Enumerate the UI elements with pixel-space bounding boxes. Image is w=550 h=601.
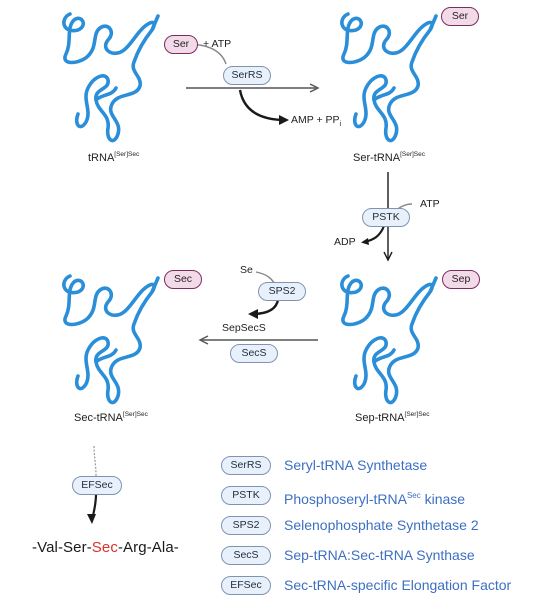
atp-label: ATP: [420, 198, 440, 210]
legend-abbr: PSTK: [221, 486, 271, 505]
pstk-enzyme: PSTK: [362, 208, 410, 227]
trna-sep: [340, 274, 438, 405]
ser-trna-label: Ser-tRNA[Ser]Sec: [353, 151, 425, 164]
ser-amino-acid-tag: Ser: [441, 7, 479, 26]
trna-free-label: tRNA[Ser]Sec: [88, 151, 140, 164]
sepsecs-label: SepSecS: [222, 322, 266, 334]
trna-ser: [340, 12, 438, 143]
legend-abbr: SPS2: [221, 516, 271, 535]
amp-ppi-products: AMP + PPi: [291, 114, 342, 129]
legend-name: Sep-tRNA:Sec-tRNA Synthase: [284, 547, 475, 563]
sps2-enzyme: SPS2: [258, 282, 306, 301]
sec-trna-label: Sec-tRNA[Ser]Sec: [74, 411, 148, 424]
legend-abbr: SecS: [221, 546, 271, 565]
atp-input-label: + ATP: [203, 38, 232, 50]
adp-label: ADP: [334, 236, 356, 248]
legend-name: Sec-tRNA-specific Elongation Factor: [284, 577, 512, 593]
legend-name: Phosphoseryl-tRNASec kinase: [284, 491, 466, 507]
step3-arrows: [198, 271, 318, 345]
trna-free: [62, 12, 160, 143]
trna-sec: [62, 274, 160, 405]
peptide-sequence: -Val-Ser-Sec-Arg-Ala-: [32, 539, 179, 556]
selenocysteine-residue: Sec: [91, 539, 118, 556]
sep-amino-acid-tag: Sep: [442, 270, 480, 289]
step1-arrows: [185, 43, 320, 125]
efsec-enzyme: EFSec: [72, 476, 122, 495]
legend-abbr: SerRS: [221, 456, 271, 475]
sep-trna-label: Sep-tRNA[Ser]Sec: [355, 411, 430, 424]
legend-abbr: EFSec: [221, 576, 271, 595]
legend-name: Selenophosphate Synthetase 2: [284, 517, 479, 533]
sec-amino-acid-tag: Sec: [164, 270, 202, 289]
secs-enzyme: SecS: [230, 344, 278, 363]
legend-name: Seryl-tRNA Synthetase: [284, 457, 428, 473]
step4-arrows: [87, 445, 98, 524]
serrs-enzyme: SerRS: [223, 66, 271, 85]
selenium-label: Se: [240, 264, 253, 276]
ser-input-tag: Ser: [164, 35, 198, 54]
